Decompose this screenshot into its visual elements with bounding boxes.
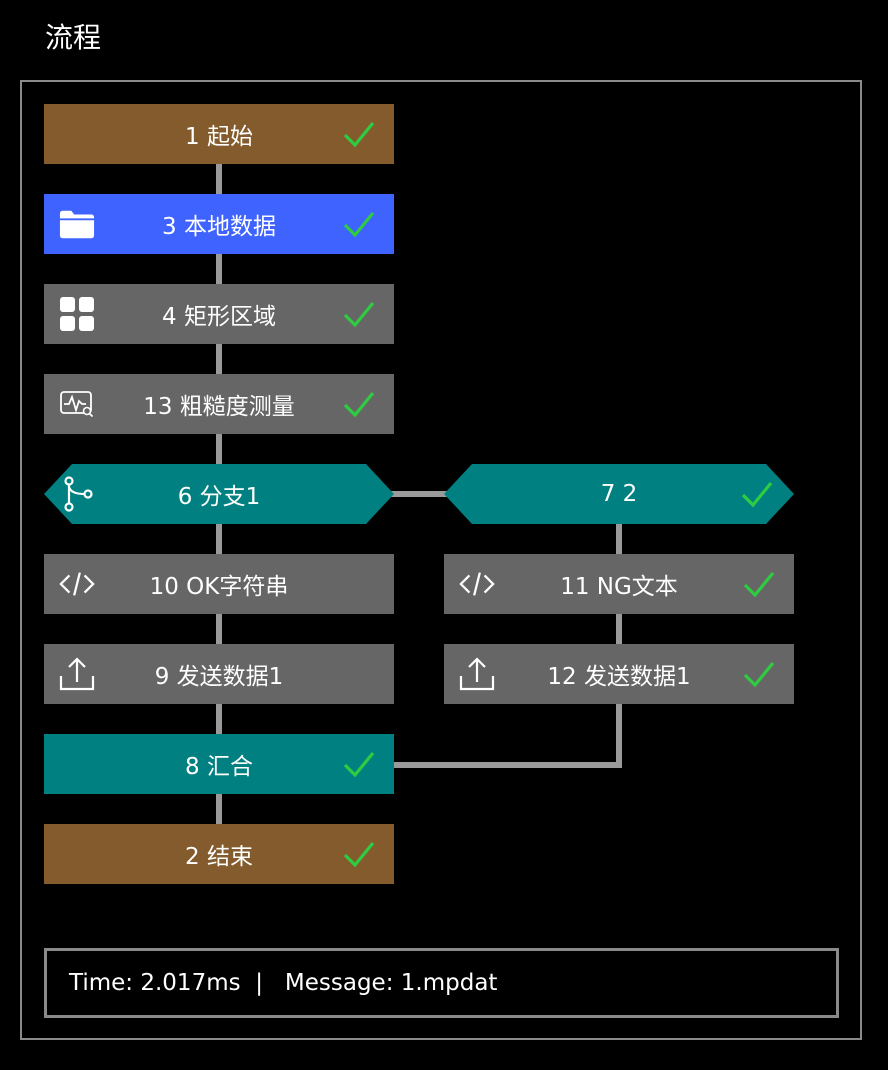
upload-icon: [59, 656, 95, 692]
node-label: 10 OK字符串: [149, 574, 289, 600]
node-label: 12 发送数据1: [547, 664, 691, 690]
flow-node-merge[interactable]: 8 汇合: [44, 734, 394, 794]
upload-icon: [459, 656, 495, 692]
node-label: 8 汇合: [185, 754, 253, 780]
check-icon: [343, 121, 375, 148]
grid-icon: [59, 296, 95, 332]
flow-node-branch-2[interactable]: 7 2: [444, 464, 794, 524]
check-icon: [343, 751, 375, 778]
node-label: 2 结束: [185, 844, 253, 870]
node-label: 6 分支1: [177, 484, 261, 510]
waveform-search-icon: [59, 386, 95, 422]
flow-node-ng-text[interactable]: 11 NG文本: [444, 554, 794, 614]
flow-node-start[interactable]: 1 起始: [44, 104, 394, 164]
time-label: Time:: [69, 970, 134, 996]
node-label: 13 粗糙度测量: [143, 394, 295, 420]
time-value: 2.017ms: [140, 970, 241, 996]
flow-node-local-data[interactable]: 3 本地数据: [44, 194, 394, 254]
flow-node-send-data-right[interactable]: 12 发送数据1: [444, 644, 794, 704]
branch-icon: [60, 476, 96, 512]
flow-node-send-data-left[interactable]: 9 发送数据1: [44, 644, 394, 704]
connector-branch-horizontal: [390, 491, 448, 497]
check-icon: [343, 841, 375, 868]
flow-node-roughness[interactable]: 13 粗糙度测量: [44, 374, 394, 434]
node-label: 3 本地数据: [162, 214, 276, 240]
flow-node-branch-1[interactable]: 6 分支1: [44, 464, 394, 524]
status-bar: Time: 2.017ms | Message: 1.mpdat: [44, 948, 839, 1018]
page-title: 流程: [45, 21, 102, 54]
code-icon: [59, 566, 95, 602]
connector-merge-horizontal: [394, 762, 622, 768]
code-icon: [459, 566, 495, 602]
flow-canvas: [20, 80, 862, 1040]
node-label: 4 矩形区域: [162, 304, 276, 330]
folder-icon: [59, 206, 95, 242]
message-value: 1.mpdat: [400, 970, 498, 996]
node-label: 11 NG文本: [560, 574, 678, 600]
flow-node-rect-region[interactable]: 4 矩形区域: [44, 284, 394, 344]
flow-node-ok-string[interactable]: 10 OK字符串: [44, 554, 394, 614]
status-separator: |: [255, 970, 263, 996]
check-icon: [743, 571, 775, 598]
message-label: Message:: [284, 970, 394, 996]
check-icon: [743, 661, 775, 688]
check-icon: [343, 301, 375, 328]
flow-node-end[interactable]: 2 结束: [44, 824, 394, 884]
node-label: 7 2: [600, 481, 638, 507]
node-label: 1 起始: [185, 124, 253, 150]
check-icon: [740, 477, 774, 511]
check-icon: [343, 391, 375, 418]
check-icon: [343, 211, 375, 238]
node-label: 9 发送数据1: [154, 664, 284, 690]
